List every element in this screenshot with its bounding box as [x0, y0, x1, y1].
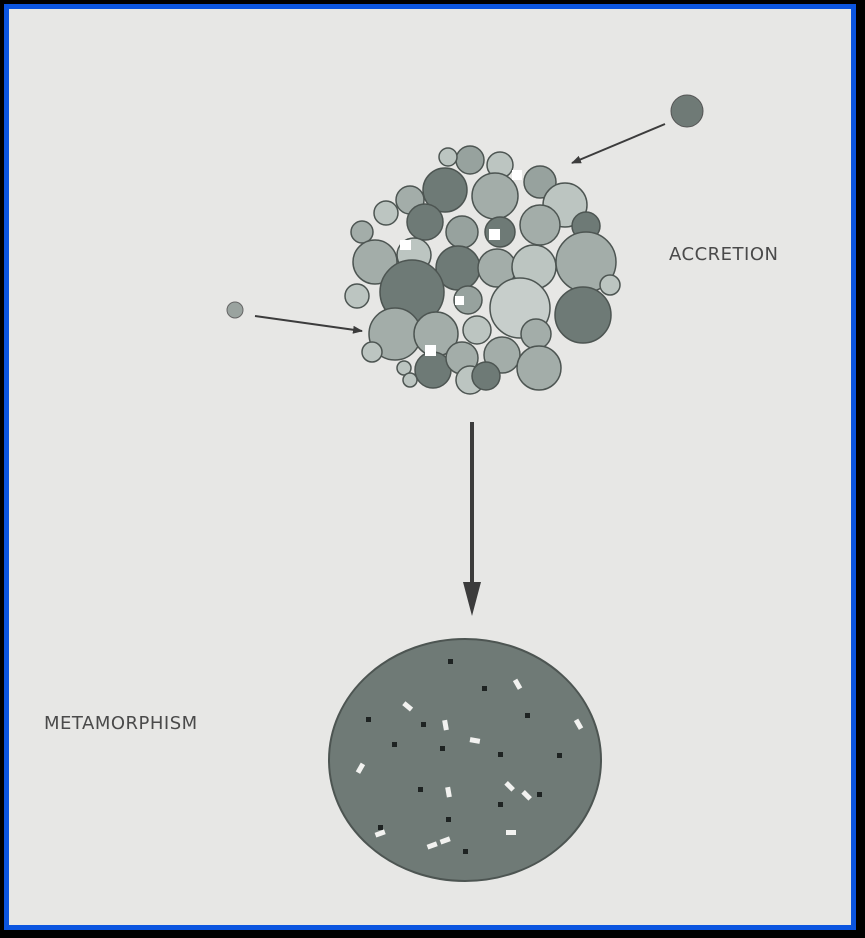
accretion-cluster [345, 146, 620, 394]
incoming-particle-large [671, 95, 703, 127]
down-arrow-head [463, 582, 481, 616]
metamorphosed-body [329, 639, 601, 881]
metamorphism-label: METAMORPHISM [44, 713, 198, 734]
incoming-arrow-top [572, 124, 665, 163]
incoming-arrow-left [255, 316, 362, 331]
incoming-particle-small [227, 302, 243, 318]
accretion-label: ACCRETION [669, 244, 778, 265]
